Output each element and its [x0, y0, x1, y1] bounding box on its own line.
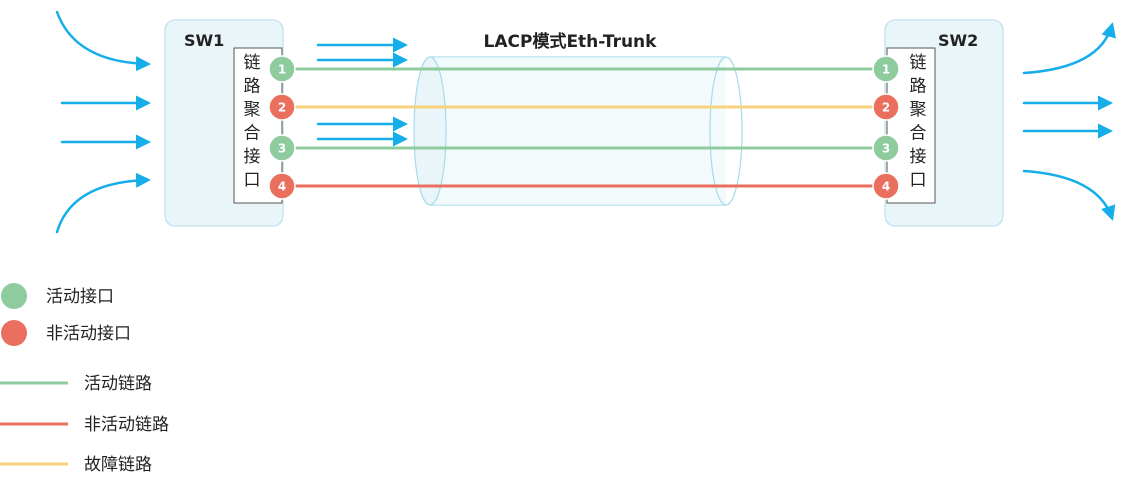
legend-fault-link-label: 故障链路 [84, 455, 152, 475]
links [282, 67, 886, 188]
legend-inactive-port-swatch [1, 320, 27, 346]
legend-inactive-port-label: 非活动接口 [46, 324, 131, 344]
sw2-agg-label-char: 合 [910, 124, 927, 144]
legend-active-port-swatch [1, 283, 27, 309]
sw1-port-2 [268, 93, 296, 121]
sw1-port-4 [268, 172, 296, 200]
sw2-port-3 [872, 134, 900, 162]
sw2-port-4 [872, 172, 900, 200]
sw2-port-1-number: 1 [882, 63, 890, 77]
sw2-agg-label-char: 路 [910, 77, 927, 97]
sw1-agg-label-char: 合 [244, 124, 261, 144]
sw1-agg-label-char: 聚 [244, 100, 261, 120]
ports: 1 1 2 2 3 3 4 4 [268, 55, 900, 200]
sw2-label: SW2 [938, 31, 978, 50]
diagram-title: LACP模式Eth-Trunk [484, 31, 658, 52]
sw1-agg-label-char: 路 [244, 77, 261, 97]
sw2-agg-label-char: 接 [910, 147, 927, 167]
sw1-agg-label-char: 口 [244, 171, 261, 191]
sw1-port-3-number: 3 [278, 142, 286, 156]
outgoing-curve-top-arrow [1022, 22, 1116, 75]
eth-trunk-tube [413, 56, 743, 206]
sw1-agg-label-char: 接 [244, 147, 261, 167]
sw2-agg-label-char: 口 [910, 171, 927, 191]
sw2-port-3-number: 3 [882, 142, 890, 156]
sw1-port-1 [268, 55, 296, 83]
sw2-port-4-number: 4 [882, 180, 890, 194]
sw2-agg-label-char: 链 [910, 53, 927, 73]
legend: 活动接口 非活动接口 活动链路 非活动链路 故障链路 [0, 283, 169, 475]
outgoing-curve-bottom-arrow [1022, 169, 1116, 221]
legend-active-link-label: 活动链路 [84, 374, 152, 394]
sw2-port-1 [872, 55, 900, 83]
incoming-curve-bottom-arrow [55, 172, 151, 234]
sw2-port-2-number: 2 [882, 101, 890, 115]
sw1-port-1-number: 1 [278, 63, 286, 77]
legend-active-port-label: 活动接口 [46, 287, 114, 307]
sw1-agg-label-char: 链 [244, 53, 261, 73]
sw1-port-2-number: 2 [278, 101, 286, 115]
sw2-port-2 [872, 93, 900, 121]
sw1-label: SW1 [184, 31, 224, 50]
sw1-port-4-number: 4 [278, 180, 286, 194]
sw1-port-3 [268, 134, 296, 162]
traffic-arrows [55, 10, 1116, 234]
incoming-curve-top-arrow [55, 10, 151, 72]
legend-inactive-link-label: 非活动链路 [84, 415, 169, 435]
sw2-agg-label-char: 聚 [910, 100, 927, 120]
